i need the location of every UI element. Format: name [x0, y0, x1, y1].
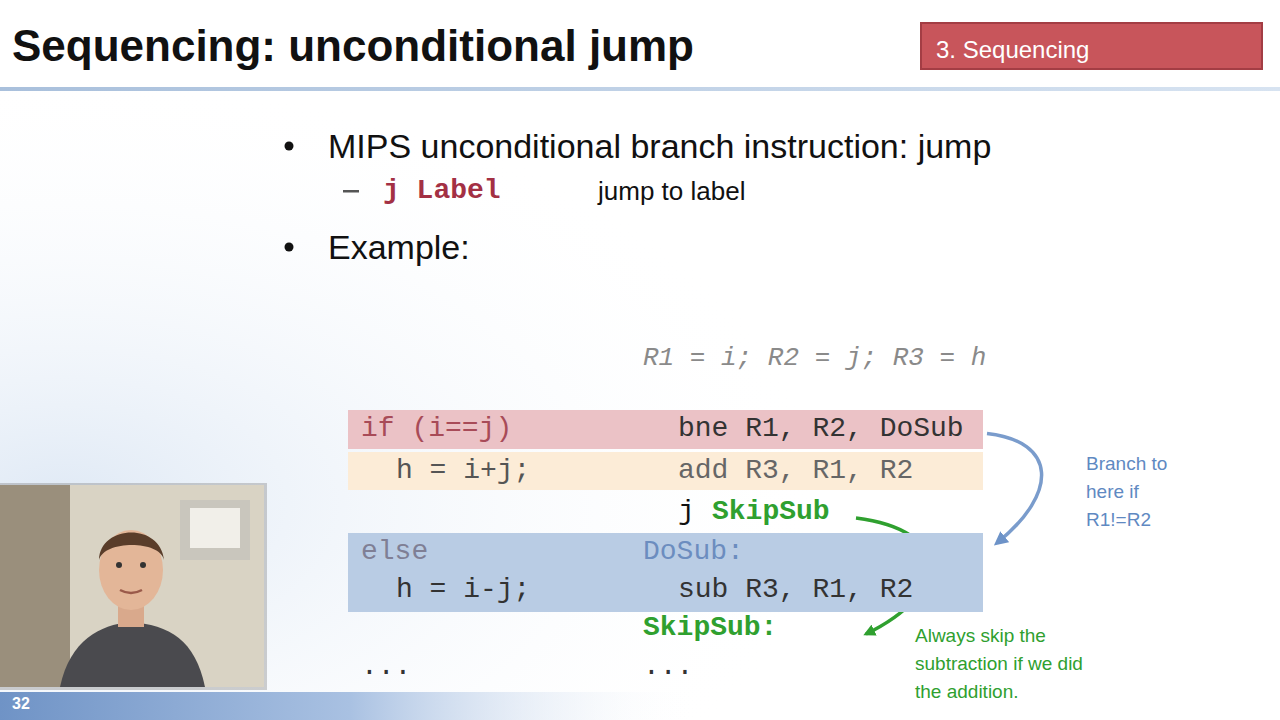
code-text: DoSub: — [643, 535, 744, 569]
code-text: sub R3, R1, R2 — [678, 573, 913, 607]
ellipsis: ... — [361, 650, 411, 684]
code-text: j — [678, 495, 695, 529]
condition-band: if (i==j) bne R1, R2, DoSub — [348, 410, 983, 449]
slide-number: 32 — [12, 694, 30, 714]
jump-target: SkipSub — [712, 495, 830, 529]
slide-title: Sequencing: unconditional jump — [12, 18, 694, 74]
bullet-text: MIPS unconditional branch instruction: j… — [328, 124, 991, 168]
branch-arrow — [987, 433, 1042, 543]
code-text: if (i==j) — [361, 412, 512, 446]
code-text: h = i-j; — [396, 573, 530, 607]
callout-note: Always skip the subtraction if we did th… — [915, 622, 1095, 706]
code-syntax: j Label — [383, 173, 501, 209]
code-text: h = i+j; — [396, 454, 530, 488]
code-text: else — [361, 535, 428, 569]
section-tag: 3. Sequencing — [920, 22, 1263, 70]
code-label: SkipSub: — [643, 611, 777, 645]
then-band: h = i+j; add R3, R1, R2 — [348, 452, 983, 490]
code-text: add R3, R1, R2 — [678, 454, 913, 488]
code-text: bne R1, R2, DoSub — [678, 412, 964, 446]
section-label: 3. Sequencing — [936, 33, 1089, 67]
edge-label: Branch to here if R1!=R2 — [1086, 450, 1196, 534]
bullet-subtext: jump to label — [598, 174, 745, 208]
ellipsis: ... — [643, 650, 693, 684]
register-note: R1 = i; R2 = j; R3 = h — [643, 341, 986, 375]
bullet-text: Example: — [328, 225, 470, 269]
else-band: else h = i-j; DoSub: sub R3, R1, R2 — [348, 533, 983, 612]
